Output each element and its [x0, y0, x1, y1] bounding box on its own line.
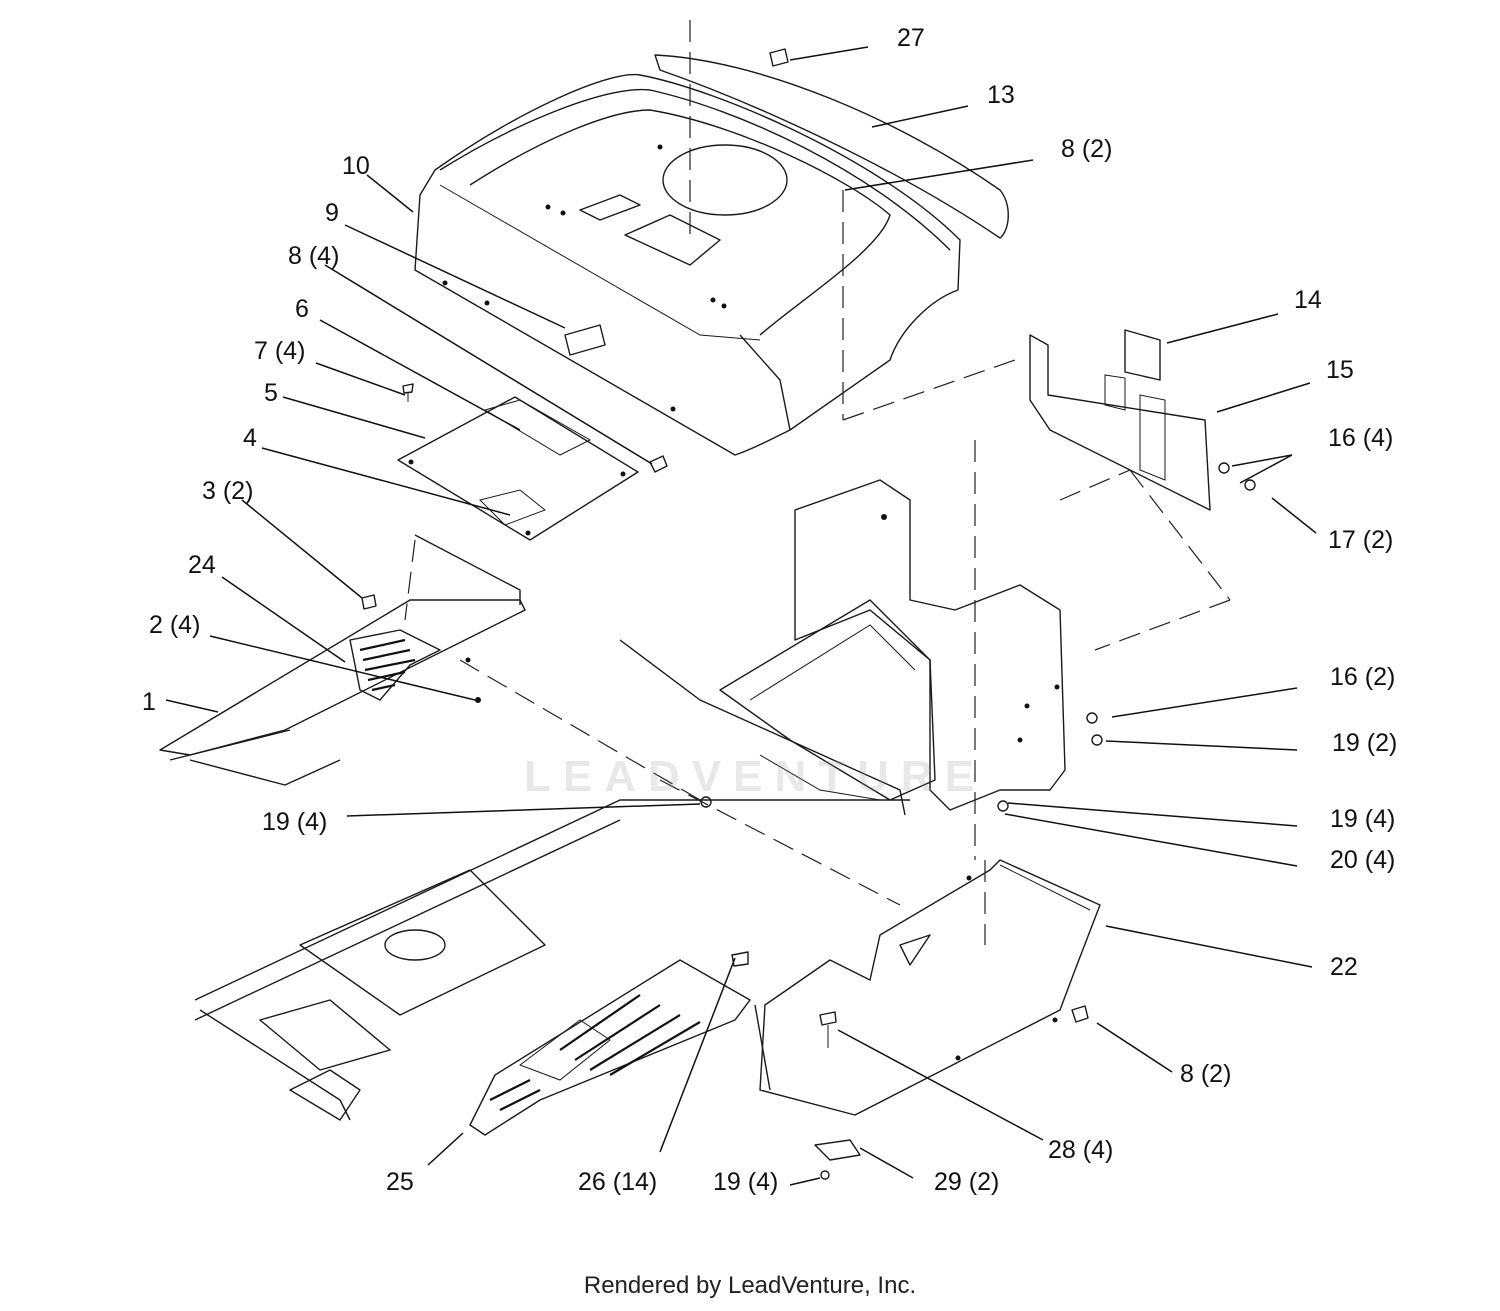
callout-2-4: 2 (4)	[149, 611, 200, 639]
part-29-bracket	[814, 1139, 861, 1161]
callout-1: 1	[142, 688, 156, 716]
callout-13: 13	[987, 81, 1015, 109]
callout-8-4: 8 (4)	[288, 242, 339, 270]
callout-15: 15	[1326, 356, 1354, 384]
nut-parts	[700, 462, 1256, 1180]
callout-4: 4	[243, 424, 257, 452]
exploded-view-drawing: 27 13 8 (2) 10 9 8 (4) 6 7 (4) 5 4 3 (2)…	[142, 20, 1397, 1196]
callout-24: 24	[188, 551, 216, 579]
part-8-bolt	[649, 455, 668, 473]
part-7-bolt	[402, 383, 414, 402]
callout-14: 14	[1294, 286, 1322, 314]
fender-seat-support	[719, 479, 1066, 811]
callout-3-2: 3 (2)	[202, 477, 253, 505]
callout-8-2-bottom: 8 (2)	[1180, 1060, 1231, 1088]
callout-27: 27	[897, 24, 925, 52]
callout-6: 6	[295, 295, 309, 323]
part-28-bolt	[819, 1011, 837, 1048]
projection-lines	[689, 20, 1231, 945]
part-13-trim-strip	[654, 54, 1009, 239]
callout-19-4-right: 19 (4)	[1330, 805, 1395, 833]
callout-16-2: 16 (2)	[1330, 663, 1395, 691]
callout-29-2: 29 (2)	[934, 1168, 999, 1196]
part-5-floor-plate	[397, 396, 639, 541]
callout-28-4: 28 (4)	[1048, 1136, 1113, 1164]
leader-lines	[165, 46, 1317, 1186]
callout-10: 10	[342, 152, 370, 180]
callout-26-14: 26 (14)	[578, 1168, 657, 1196]
callout-19-2: 19 (2)	[1332, 729, 1397, 757]
part-25-floor-mat	[469, 959, 751, 1136]
callout-9: 9	[325, 199, 339, 227]
callout-19-4-left: 19 (4)	[262, 808, 327, 836]
part-27-clip	[769, 48, 789, 67]
callout-labels: 27 13 8 (2) 10 9 8 (4) 6 7 (4) 5 4 3 (2)…	[142, 24, 1397, 1196]
callout-5: 5	[264, 379, 278, 407]
callout-16-4: 16 (4)	[1328, 424, 1393, 452]
footer-credit: Rendered by LeadVenture, Inc.	[583, 1272, 917, 1299]
part-10-hood	[414, 73, 961, 456]
callout-22: 22	[1330, 953, 1358, 981]
watermark-logo: LEADVENTURE	[523, 752, 987, 801]
chassis-frame	[194, 639, 910, 1121]
part-22-right-panel	[754, 859, 1101, 1116]
part-1-left-panel	[159, 534, 526, 786]
part-8-bolt-lower	[1071, 1005, 1089, 1023]
callout-25: 25	[386, 1168, 414, 1196]
callout-19-4-bottom: 19 (4)	[713, 1168, 778, 1196]
callout-17-2: 17 (2)	[1328, 526, 1393, 554]
callout-7-4: 7 (4)	[254, 337, 305, 365]
callout-8-2-top: 8 (2)	[1061, 135, 1112, 163]
part-15-rear-panel	[1029, 329, 1211, 511]
part-3-bolt	[361, 594, 377, 610]
callout-20-4: 20 (4)	[1330, 846, 1395, 874]
